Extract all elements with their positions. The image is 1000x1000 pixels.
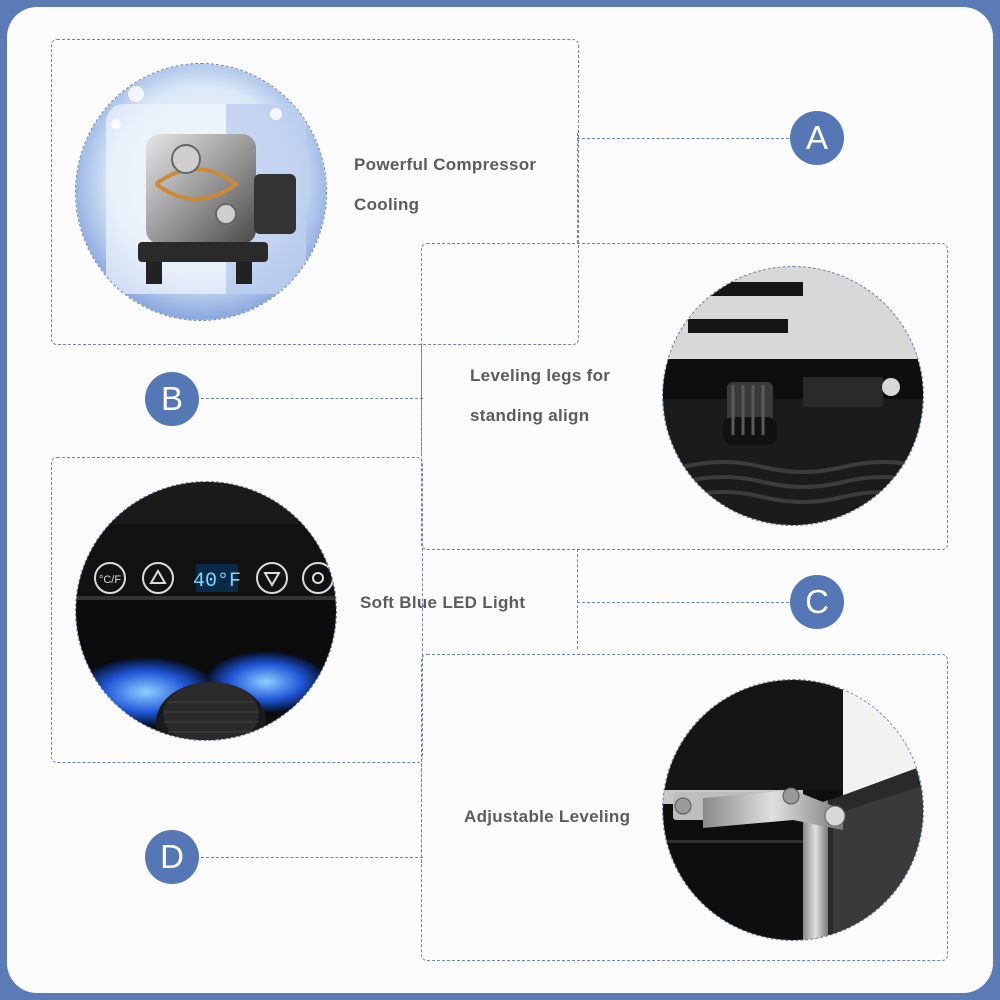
- leveling-leg-icon: [663, 267, 923, 525]
- feature-badge-a: A: [790, 111, 844, 165]
- feature-box-a: [51, 39, 579, 345]
- connector-c: [577, 602, 789, 603]
- feature-box-b: [421, 243, 948, 550]
- feature-caption-d: Adjustable Leveling: [464, 797, 630, 837]
- hinge-icon: [663, 680, 923, 940]
- feature-caption-c: Soft Blue LED Light: [360, 583, 525, 623]
- connector-d: [201, 857, 423, 858]
- feature-box-c: [51, 457, 423, 763]
- temperature-display: 40°F: [193, 570, 241, 593]
- feature-caption-d-line-1: Adjustable Leveling: [464, 807, 631, 826]
- connector-a-vertical: [577, 133, 578, 243]
- feature-caption-b-line-2: standing align: [470, 406, 590, 425]
- connector-c-vertical: [577, 549, 578, 649]
- feature-box-d: [421, 654, 948, 961]
- feature-badge-b: B: [145, 372, 199, 426]
- feature-badge-c: C: [790, 575, 844, 629]
- connector-a: [577, 138, 789, 139]
- leveling-leg-image: [662, 266, 924, 526]
- feature-caption-b-line-1: Leveling legs for: [470, 366, 611, 385]
- feature-badge-d: D: [145, 830, 199, 884]
- connector-b: [201, 398, 423, 399]
- feature-caption-a: Powerful Compressor Cooling: [354, 145, 536, 225]
- compressor-image: [75, 63, 327, 321]
- compressor-in-ice-icon: [76, 64, 326, 320]
- feature-caption-c-line-1: Soft Blue LED Light: [360, 593, 526, 612]
- feature-caption-b: Leveling legs for standing align: [470, 356, 610, 436]
- hinge-image: [662, 679, 924, 941]
- feature-caption-a-line-2: Cooling: [354, 195, 420, 214]
- feature-panel: Powerful Compressor Cooling A: [7, 7, 993, 993]
- led-panel-icon: °C/F 40°F: [76, 482, 336, 740]
- svg-text:°C/F: °C/F: [99, 574, 121, 586]
- feature-caption-a-line-1: Powerful Compressor: [354, 155, 537, 174]
- led-panel-image: °C/F 40°F: [75, 481, 337, 741]
